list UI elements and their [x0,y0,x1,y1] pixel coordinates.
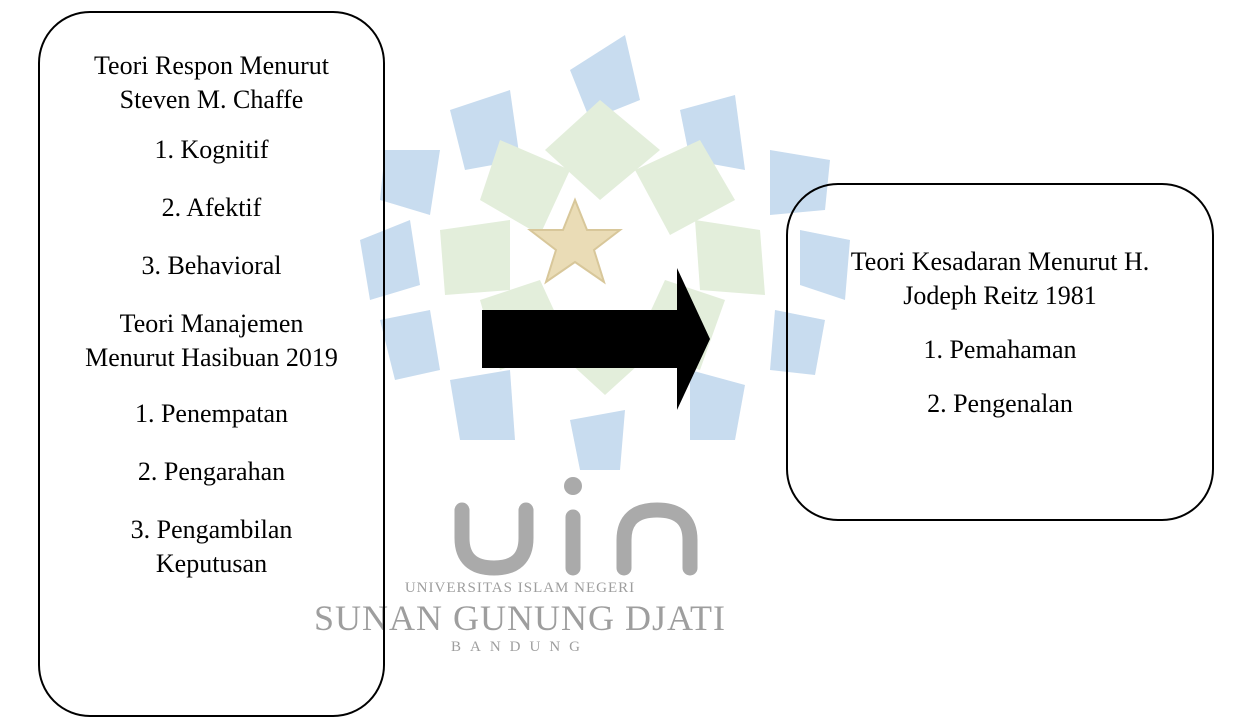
watermark-star [527,197,623,285]
left-box-item-1: 1. Kognitif [154,135,269,164]
left-box-title-2: Teori Manajemen Menurut Hasibuan 2019 [85,309,338,372]
watermark-city-line: BANDUNG [451,639,589,655]
watermark-university-line: UNIVERSITAS ISLAM NEGERI [404,580,636,596]
left-box-item2-2: 2. Pengarahan [137,457,286,486]
watermark-i-dot [564,477,582,495]
left-box-title: Teori Respon Menurut Steven M. Chaffe [93,51,330,114]
watermark-name-line: SUNAN GUNUNG DJATI [314,598,726,638]
right-theory-box: Teori Kesadaran Menurut H. Jodeph Reitz … [786,183,1214,521]
right-box-title: Teori Kesadaran Menurut H. Jodeph Reitz … [850,247,1150,310]
right-arrow-icon [482,268,710,410]
right-box-item-2: 2. Pengenalan [927,389,1073,418]
left-box-item-2: 2. Afektif [161,193,262,222]
watermark-uin-letters [454,502,698,576]
left-box-item-3: 3. Behavioral [141,251,282,280]
left-box-item2-1: 1. Penempatan [134,399,289,428]
watermark-blue-petals [360,35,850,470]
left-theory-box: Teori Respon Menurut Steven M. Chaffe 1.… [38,11,385,717]
right-box-item-1: 1. Pemahaman [923,335,1077,364]
left-box-item2-3: 3. Pengambilan Keputusan [130,515,293,578]
